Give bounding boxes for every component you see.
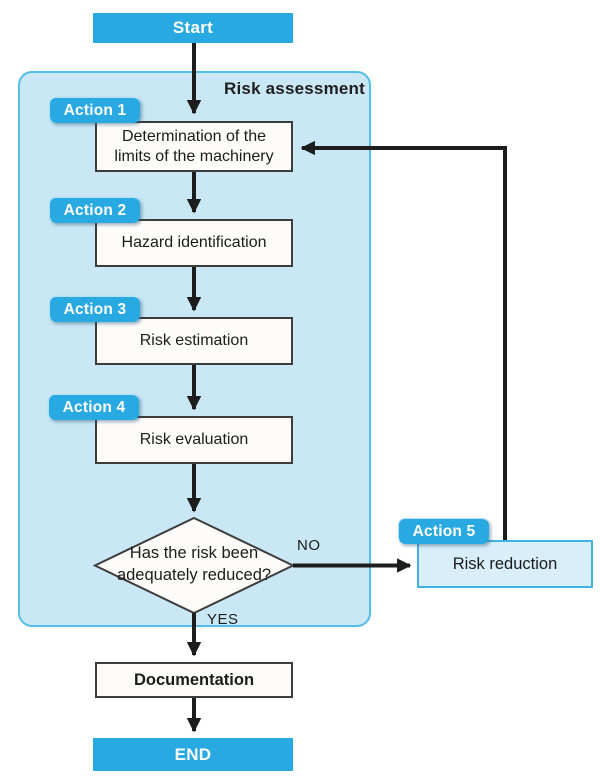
panel-title: Risk assessment [224,79,365,98]
process-label-line2: limits of the machinery [114,147,274,165]
process-box-risk-estimation: Risk estimation [95,317,293,365]
process-box-limits-determination: Determination of the limits of the machi… [95,121,293,172]
action2-badge: Action 2 [49,197,140,223]
action4-badge: Action 4 [48,394,139,420]
decision-question: Has the risk been adequately reduced? [92,543,296,587]
action3-badge: Action 3 [49,296,140,322]
start-node: Start [93,13,293,43]
process-label-line1: Determination of the [121,127,267,145]
yes-edge-label: YES [207,611,239,628]
decision-line2: adequately reduced? [116,565,272,584]
process-box-risk-evaluation: Risk evaluation [95,416,293,464]
end-node: END [93,738,293,771]
no-edge-label: NO [297,537,321,554]
action1-badge: Action 1 [49,97,140,123]
decision-line1: Has the risk been [129,544,259,562]
documentation-box: Documentation [95,662,293,698]
process-box-hazard-identification: Hazard identification [95,219,293,267]
action5-badge: Action 5 [398,518,489,544]
process-box-risk-reduction: Risk reduction [417,540,593,588]
